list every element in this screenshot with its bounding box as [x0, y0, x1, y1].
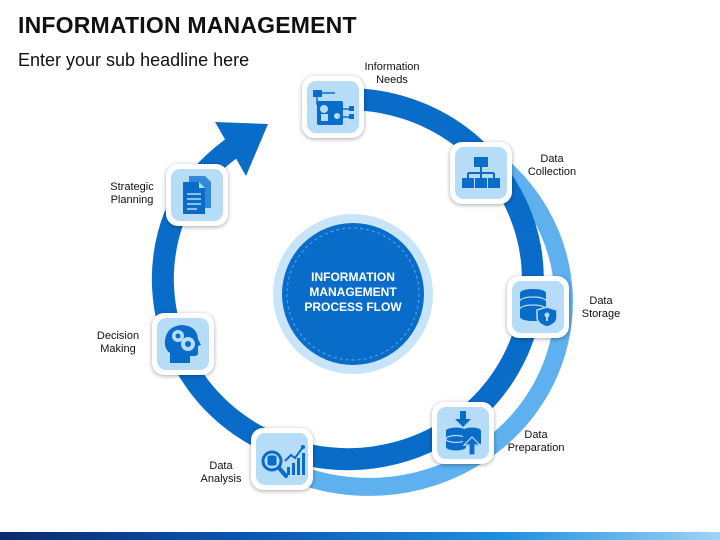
step-label-data-analysis: Data Analysis: [200, 460, 242, 485]
search-chart-icon: [261, 445, 305, 478]
page-title: INFORMATION MANAGEMENT: [18, 12, 357, 38]
footer-color-bar: [0, 532, 720, 540]
step-decision-making: [152, 313, 214, 375]
head-gears-icon: [164, 325, 201, 363]
step-data-storage: [507, 276, 569, 338]
database-shield-icon: [519, 289, 558, 328]
center-line-1: INFORMATION: [311, 270, 395, 284]
step-label-data-collection: Data Collection: [527, 153, 577, 178]
step-information-needs: [302, 76, 364, 138]
step-label-strategic-planning: Strategic Planning: [110, 181, 154, 206]
step-strategic-planning: [166, 164, 228, 226]
step-label-data-preparation: Data Preparation: [507, 429, 565, 454]
center-title: INFORMATION MANAGEMENT PROCESS FLOW: [288, 270, 418, 315]
hierarchy-icon: [462, 157, 500, 188]
center-dashed-ring: [286, 227, 420, 361]
puzzle-network-icon: [313, 90, 354, 125]
step-data-preparation: [432, 402, 494, 464]
step-label-information-needs: Information Needs: [364, 61, 420, 86]
database-arrows-icon: [445, 411, 482, 455]
documents-icon: [183, 176, 211, 214]
page-subtitle: Enter your sub headline here: [18, 50, 250, 70]
center-line-3: PROCESS FLOW: [304, 300, 402, 314]
step-data-analysis: [251, 428, 313, 490]
step-data-collection: [450, 142, 512, 204]
step-label-decision-making: Decision Making: [96, 330, 140, 355]
step-label-data-storage: Data Storage: [581, 295, 621, 320]
center-line-2: MANAGEMENT: [309, 285, 397, 299]
center-circle: [282, 223, 424, 365]
ring-arrow-head: [215, 122, 268, 176]
ring-light-arc: [296, 158, 573, 496]
